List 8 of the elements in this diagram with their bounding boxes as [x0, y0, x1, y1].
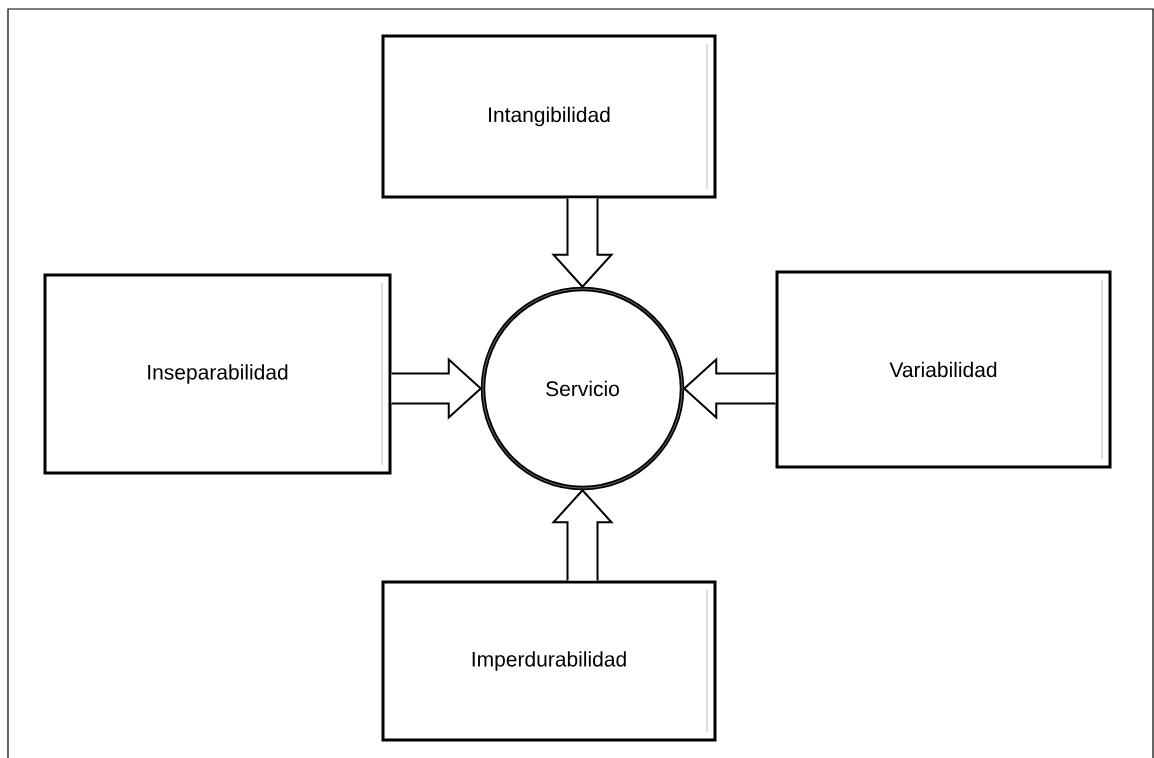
- block-arrow: [390, 357, 483, 420]
- text-box: Imperdurabilidad: [381, 580, 717, 742]
- block-arrow: [551, 197, 614, 289]
- text-box: Variabilidad: [775, 270, 1112, 469]
- block-arrow: [551, 488, 614, 582]
- block-arrow: [682, 357, 777, 420]
- text-box: Intangibilidad: [381, 34, 717, 199]
- text-box: Inseparabilidad: [43, 273, 392, 475]
